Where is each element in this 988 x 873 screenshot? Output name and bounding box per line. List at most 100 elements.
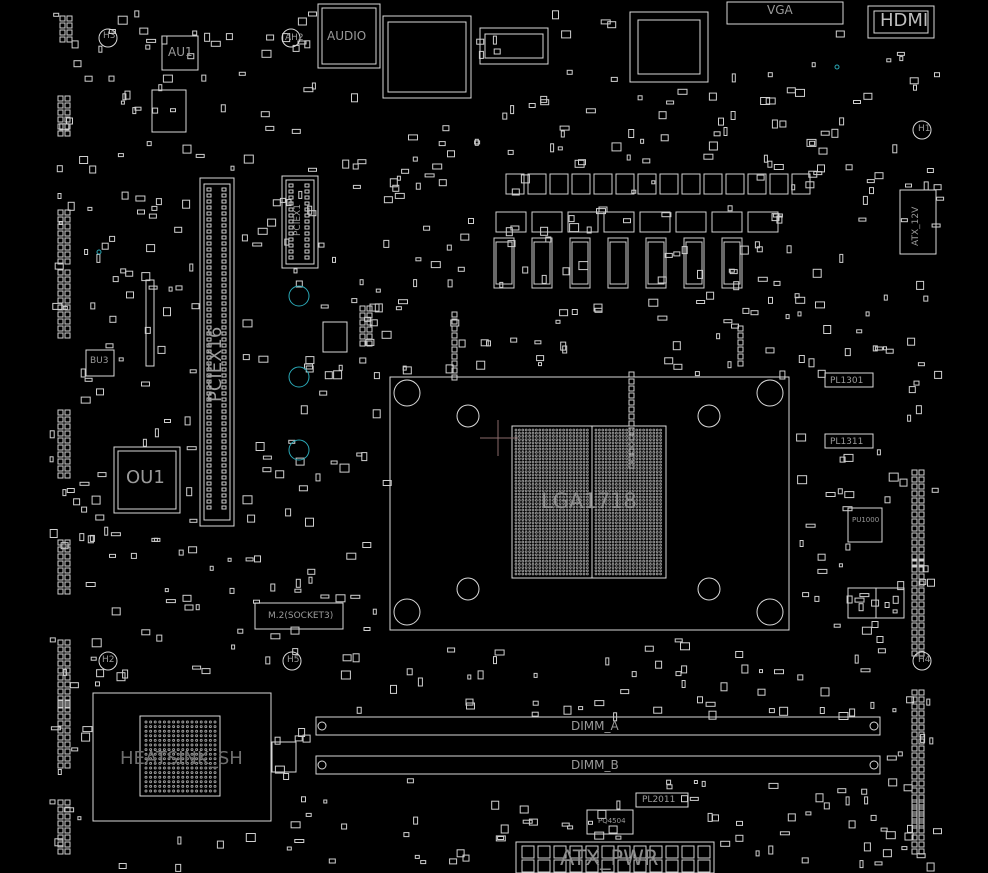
socket-pin bbox=[535, 428, 538, 432]
socket-pin bbox=[604, 486, 608, 490]
socket-pin bbox=[569, 505, 572, 509]
pcb-pad bbox=[403, 832, 410, 838]
socket-pin bbox=[579, 534, 582, 537]
socket-pin bbox=[598, 495, 601, 499]
socket-pin bbox=[535, 499, 538, 502]
socket-pin bbox=[552, 438, 555, 442]
socket-pin bbox=[562, 428, 565, 432]
pcb-pad bbox=[768, 296, 773, 304]
pch-ball bbox=[204, 761, 208, 765]
socket-pin bbox=[545, 566, 548, 569]
socket-pin bbox=[565, 479, 569, 483]
socket-pin bbox=[586, 499, 589, 502]
socket-pin bbox=[625, 511, 628, 515]
socket-pin bbox=[582, 486, 586, 490]
socket-pin bbox=[642, 489, 645, 493]
socket-pin bbox=[558, 572, 562, 576]
pcb-pad bbox=[242, 354, 250, 361]
socket-pin bbox=[659, 428, 662, 432]
capacitor-outline bbox=[791, 173, 811, 195]
socket-pin bbox=[652, 515, 656, 518]
socket-pin bbox=[565, 486, 569, 490]
pcb-pad bbox=[447, 150, 455, 158]
socket-pin bbox=[524, 556, 528, 560]
pcb-pad bbox=[154, 428, 159, 438]
socket-pin bbox=[642, 435, 645, 438]
pch-ball bbox=[172, 734, 176, 738]
socket-pin bbox=[652, 531, 656, 534]
pch-ball bbox=[144, 780, 148, 784]
socket-pin bbox=[558, 569, 562, 573]
pcb-pad bbox=[848, 820, 856, 829]
socket-pin bbox=[625, 521, 628, 525]
socket-pin bbox=[531, 495, 535, 499]
atx-pin bbox=[617, 859, 631, 873]
pcb-pad bbox=[594, 307, 603, 313]
socket-pin bbox=[514, 444, 518, 448]
atx-pin bbox=[649, 859, 663, 873]
socket-pin bbox=[528, 547, 531, 550]
atx-pin bbox=[665, 845, 679, 859]
socket-pin bbox=[538, 563, 542, 566]
pcb-pad bbox=[708, 92, 717, 101]
socket-pin bbox=[518, 470, 521, 474]
socket-pin bbox=[594, 428, 598, 432]
socket-pin bbox=[618, 559, 622, 563]
socket-pin bbox=[558, 524, 562, 528]
socket-pin bbox=[638, 521, 642, 525]
socket-pin bbox=[552, 550, 555, 553]
socket-pin bbox=[659, 467, 662, 470]
pcb-pad bbox=[142, 438, 147, 447]
header-pin bbox=[918, 717, 925, 724]
pcb-pad bbox=[675, 671, 682, 677]
socket-pin bbox=[655, 524, 659, 528]
socket-pin bbox=[518, 486, 521, 490]
socket-pin bbox=[538, 534, 542, 537]
pcb-pad bbox=[899, 56, 904, 62]
socket-pin bbox=[659, 447, 662, 451]
socket-pin bbox=[618, 515, 622, 518]
header-pin bbox=[64, 639, 71, 646]
socket-pin bbox=[615, 463, 618, 467]
socket-pin bbox=[635, 486, 639, 490]
pcb-pad bbox=[534, 340, 542, 345]
socket-pin bbox=[548, 489, 552, 493]
header-pin bbox=[64, 646, 71, 653]
pcb-pad bbox=[644, 645, 654, 652]
socket-pin bbox=[562, 511, 565, 515]
socket-pin bbox=[521, 438, 525, 442]
pch-ball bbox=[172, 789, 176, 793]
pcb-pad bbox=[141, 629, 151, 636]
pch-ball bbox=[199, 752, 203, 756]
socket-pin bbox=[545, 502, 548, 506]
pch-ball bbox=[172, 780, 176, 784]
socket-pin bbox=[618, 495, 622, 499]
socket-pin bbox=[514, 499, 518, 502]
socket-pin bbox=[521, 444, 525, 448]
socket-pin bbox=[655, 537, 659, 541]
pcb-pad bbox=[520, 174, 530, 184]
socket-pin bbox=[618, 550, 622, 553]
pch-ball bbox=[213, 738, 217, 742]
socket-pin bbox=[621, 473, 625, 477]
pcie-pin bbox=[206, 391, 212, 396]
pcb-pad bbox=[531, 711, 539, 717]
socket-pin bbox=[659, 569, 662, 573]
socket-pin bbox=[569, 566, 572, 569]
socket-pin bbox=[611, 518, 615, 521]
pch-ball bbox=[181, 748, 185, 752]
socket-pin bbox=[545, 559, 548, 563]
socket-pin bbox=[628, 428, 632, 432]
pcie-pin bbox=[221, 367, 227, 372]
pcb-pad bbox=[846, 595, 853, 604]
socket-pin bbox=[632, 524, 635, 528]
atx-pin bbox=[585, 845, 599, 859]
socket-pin bbox=[615, 451, 618, 454]
pcb-pad bbox=[533, 672, 538, 678]
pch-ball bbox=[190, 766, 194, 770]
pcie-pin bbox=[288, 231, 294, 236]
header-pin bbox=[359, 319, 366, 326]
socket-pin bbox=[632, 447, 635, 451]
socket-pin bbox=[649, 540, 652, 544]
socket-pin bbox=[608, 470, 611, 474]
